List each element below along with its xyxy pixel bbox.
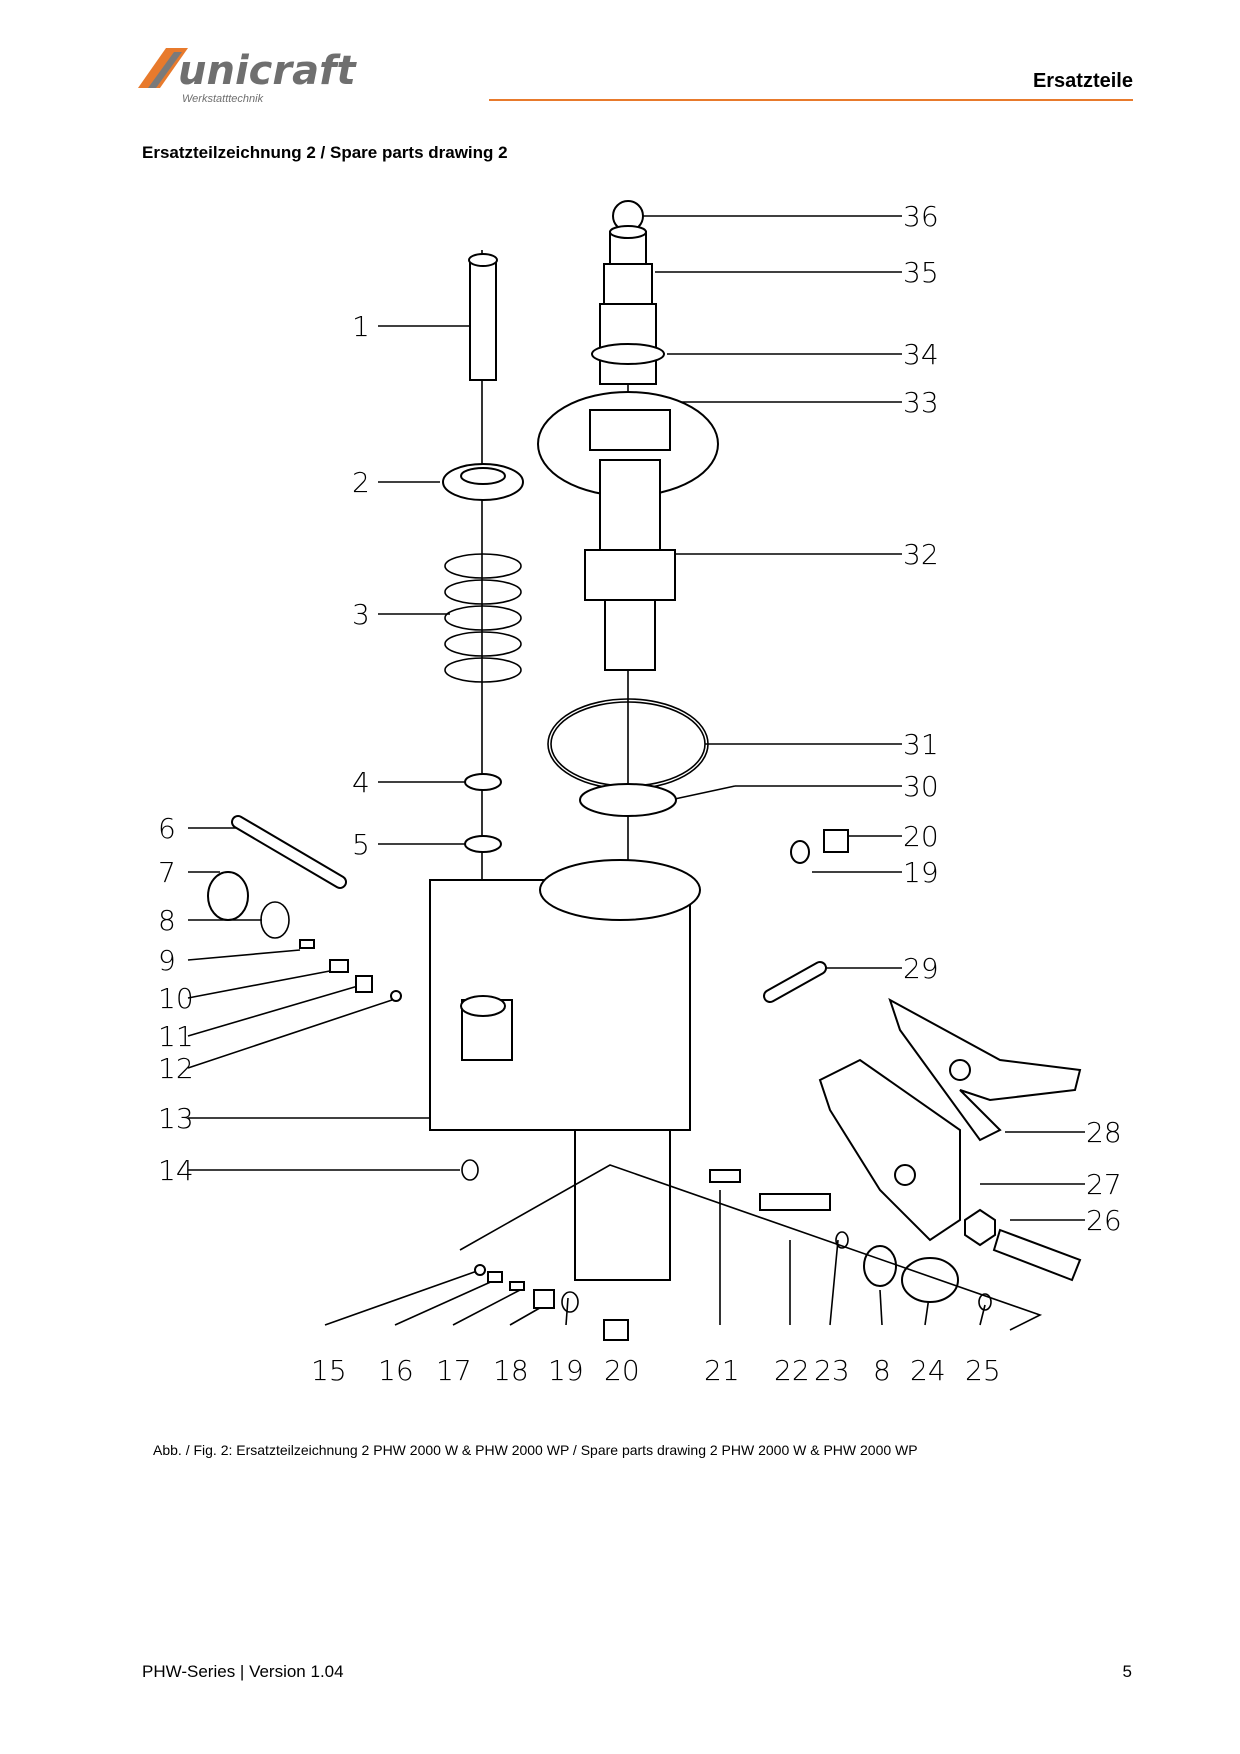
part-17-spring xyxy=(509,1281,525,1291)
callout-24: 24 xyxy=(910,1354,946,1387)
part-19b-ring xyxy=(561,1291,579,1313)
part-7-plug xyxy=(207,871,249,921)
callout-23: 23 xyxy=(814,1354,850,1387)
part-15-ball xyxy=(474,1264,486,1276)
callout-1: 1 xyxy=(352,310,370,343)
callout-6: 6 xyxy=(158,812,176,845)
part-25-ring xyxy=(978,1293,992,1311)
part-30-seal xyxy=(579,783,677,817)
callout-26: 26 xyxy=(1086,1204,1122,1237)
part-20-screw xyxy=(823,829,849,853)
part-21-spring xyxy=(709,1169,741,1183)
section-title: Ersatzteilzeichnung 2 / Spare parts draw… xyxy=(142,143,508,162)
callout-32: 32 xyxy=(903,538,939,571)
callout-8-lower: 8 xyxy=(873,1354,891,1387)
logo-wordmark: unicraft xyxy=(178,48,357,94)
footer-version: PHW-Series | Version 1.04 xyxy=(142,1662,344,1681)
callout-12: 12 xyxy=(158,1052,194,1085)
callout-3: 3 xyxy=(352,598,370,631)
callout-33: 33 xyxy=(903,386,939,419)
part-handle-socket xyxy=(818,1058,961,1242)
callout-29: 29 xyxy=(903,952,939,985)
part-3-spring xyxy=(444,553,522,683)
callout-2: 2 xyxy=(352,466,370,499)
callout-18: 18 xyxy=(493,1354,529,1387)
callout-13: 13 xyxy=(158,1102,194,1135)
callout-30: 30 xyxy=(903,770,939,803)
callout-20: 20 xyxy=(903,820,939,853)
part-19-ring xyxy=(790,840,810,864)
part-27-nut xyxy=(964,1208,996,1247)
callout-19: 19 xyxy=(903,856,939,889)
part-13-pump-body xyxy=(429,859,701,1281)
part-20b-screw xyxy=(603,1319,629,1341)
part-10-screw xyxy=(329,959,349,973)
callout-15: 15 xyxy=(311,1354,347,1387)
callout-7: 7 xyxy=(158,856,176,889)
callout-25: 25 xyxy=(965,1354,1001,1387)
header-divider xyxy=(489,99,1133,101)
figure-caption: Abb. / Fig. 2: Ersatzteilzeichnung 2 PHW… xyxy=(153,1442,918,1458)
spare-parts-drawing: 36 35 1 34 33 2 32 3 31 4 30 6 5 20 19 7… xyxy=(0,180,1240,1420)
callout-21: 21 xyxy=(704,1354,740,1387)
part-9-spring xyxy=(299,939,315,949)
part-26-bolt xyxy=(992,1228,1082,1282)
callout-31: 31 xyxy=(903,728,939,761)
part-28-pedal xyxy=(888,997,1082,1142)
header-title: Ersatzteile xyxy=(1032,70,1133,92)
callout-16: 16 xyxy=(378,1354,414,1387)
callout-17: 17 xyxy=(436,1354,472,1387)
callout-8: 8 xyxy=(158,904,176,937)
callout-14: 14 xyxy=(158,1154,194,1187)
assembly-guide-line xyxy=(459,1164,1043,1331)
callout-4: 4 xyxy=(352,766,370,799)
callout-10: 10 xyxy=(158,982,194,1015)
callout-36: 36 xyxy=(903,200,939,233)
callout-5: 5 xyxy=(352,828,370,861)
part-piston-assembly xyxy=(537,225,719,671)
callout-22: 22 xyxy=(774,1354,810,1387)
callout-28: 28 xyxy=(1086,1116,1122,1149)
callout-19-lower: 19 xyxy=(548,1354,584,1387)
part-11-valve xyxy=(355,975,373,993)
unicraft-logo: unicraft Werkstatttechnik xyxy=(138,44,378,108)
callout-35: 35 xyxy=(903,256,939,289)
part-8b-disc xyxy=(863,1245,897,1287)
part-16-valve xyxy=(487,1271,503,1283)
part-12-ball xyxy=(390,990,402,1002)
part-18-screw xyxy=(533,1289,555,1309)
leader-lines xyxy=(187,215,1085,1326)
part-14-ring xyxy=(461,1159,479,1181)
part-8-ring xyxy=(260,901,290,939)
logo-subline: Werkstatttechnik xyxy=(182,93,264,105)
part-1-pump-piston xyxy=(468,253,498,381)
part-5-ring xyxy=(464,835,502,853)
callout-27: 27 xyxy=(1086,1168,1122,1201)
part-4-ring xyxy=(464,773,502,791)
callout-11: 11 xyxy=(158,1020,194,1053)
part-23-ring xyxy=(835,1231,849,1249)
callout-20-lower: 20 xyxy=(604,1354,640,1387)
callout-34: 34 xyxy=(903,338,939,371)
part-22-valve-rod xyxy=(759,1193,831,1211)
part-24-plug xyxy=(901,1257,959,1303)
page-number: 5 xyxy=(1122,1662,1132,1681)
callout-9: 9 xyxy=(158,944,176,977)
